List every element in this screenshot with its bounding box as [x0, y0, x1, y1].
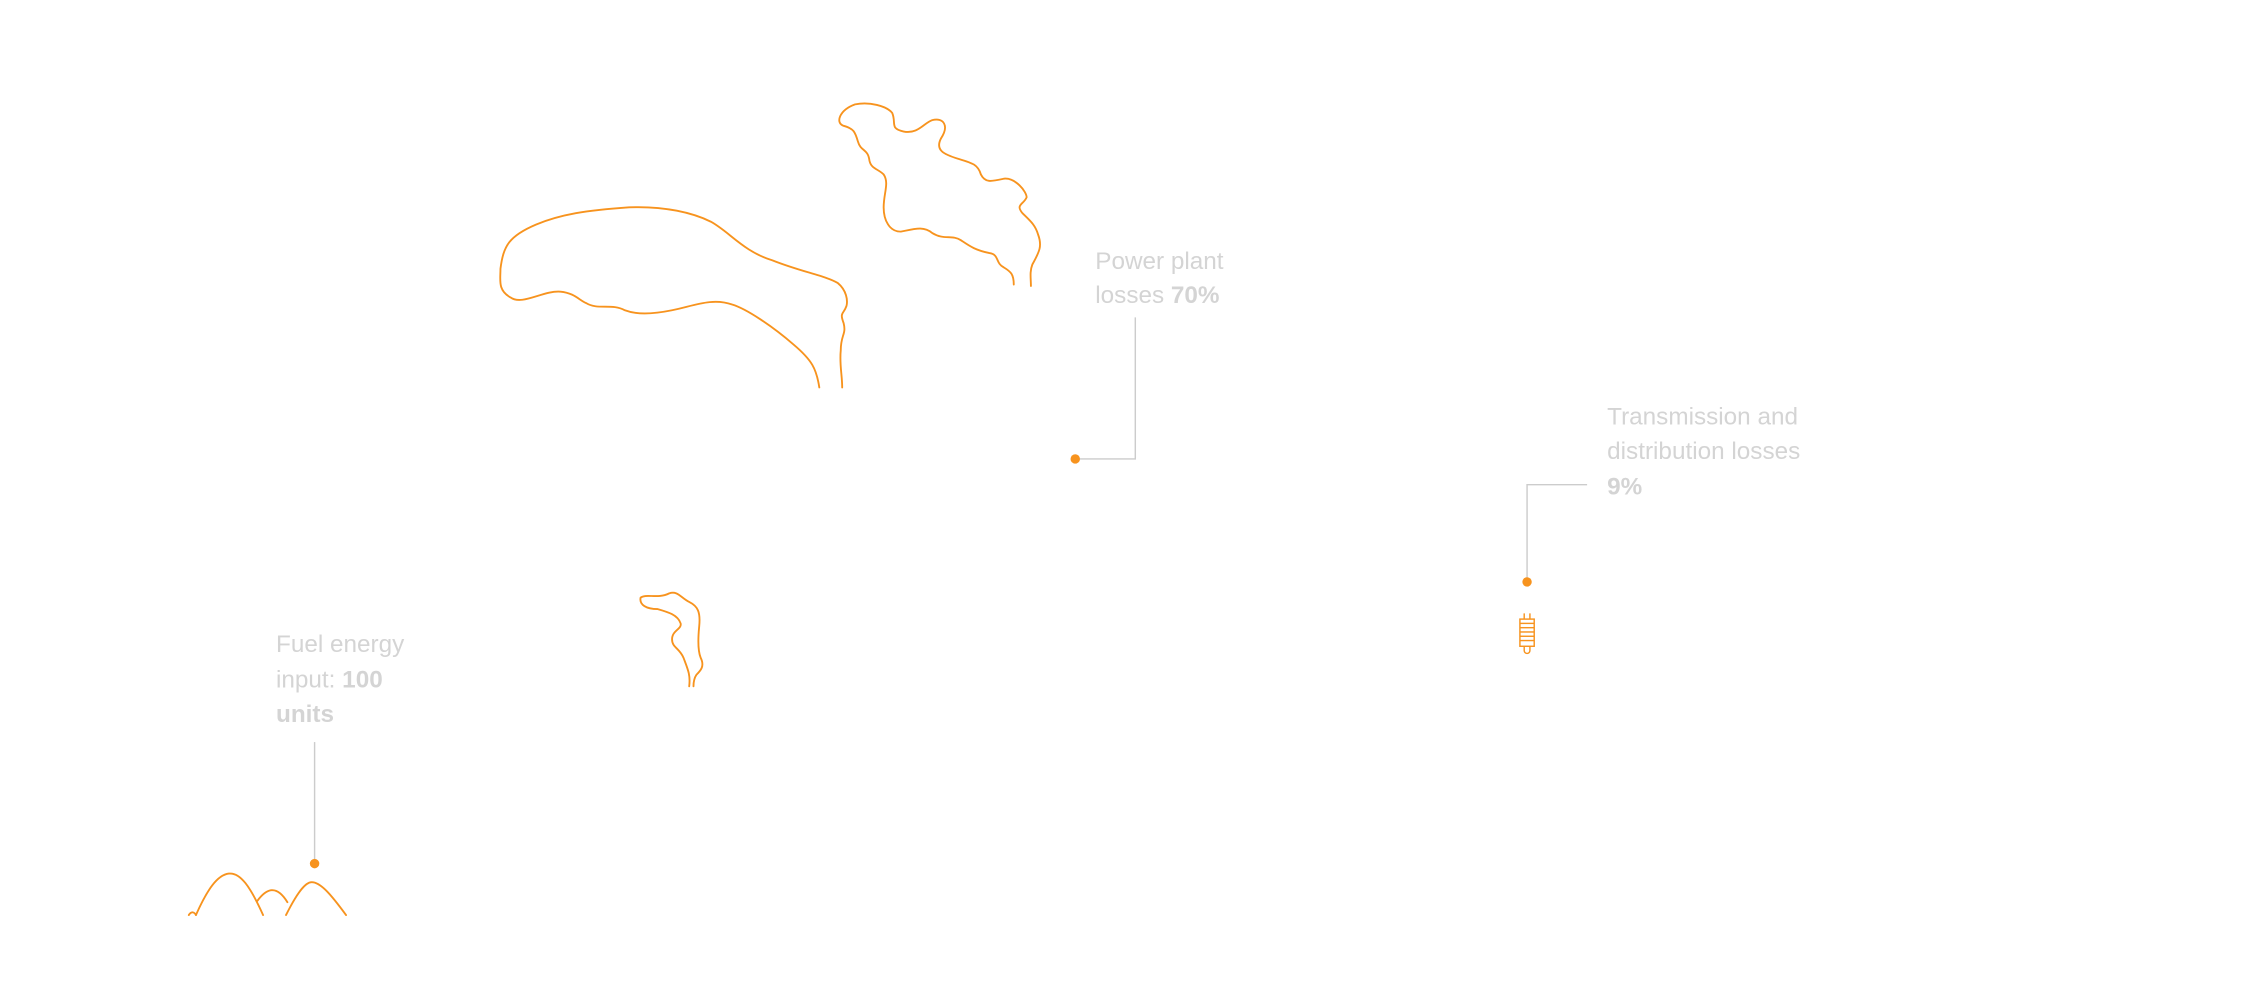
power-plant-loss-value: 70% — [1171, 282, 1220, 309]
fuel-input-unit: units — [276, 701, 334, 728]
power-plant-label-line1: Power plant — [1095, 248, 1224, 275]
power-plant-marker — [1070, 454, 1080, 464]
fuel-label-line1: Fuel energy — [276, 631, 405, 658]
fuel-label-prefix: input: — [276, 667, 342, 694]
transmission-label-line2: distribution losses — [1607, 438, 1800, 465]
power-plant-label-line2: losses 70% — [1095, 282, 1219, 309]
power-plant-leader-line — [1075, 317, 1137, 460]
fuel-input-value: 100 — [342, 667, 383, 694]
fire-hills-icon — [187, 872, 347, 917]
large-smoke-cloud-icon — [499, 206, 848, 389]
small-smoke-cloud-icon — [838, 102, 1041, 287]
smoke-wisp-icon — [639, 591, 704, 688]
fuel-label: Fuel energy input: 100 units — [276, 631, 405, 728]
fuel-marker — [309, 858, 320, 869]
power-plant-label-prefix: losses — [1095, 282, 1171, 309]
transmission-label: Transmission and distribution losses 9% — [1607, 404, 1800, 501]
transmission-marker — [1522, 577, 1532, 587]
transmission-loss-value: 9% — [1607, 474, 1642, 501]
power-plant-label: Power plant losses 70% — [1095, 248, 1224, 309]
transmission-label-line1: Transmission and — [1607, 404, 1798, 431]
transformer-icon — [1519, 613, 1535, 655]
fuel-label-line2: input: 100 — [276, 667, 383, 694]
transmission-leader-line — [1526, 483, 1588, 582]
